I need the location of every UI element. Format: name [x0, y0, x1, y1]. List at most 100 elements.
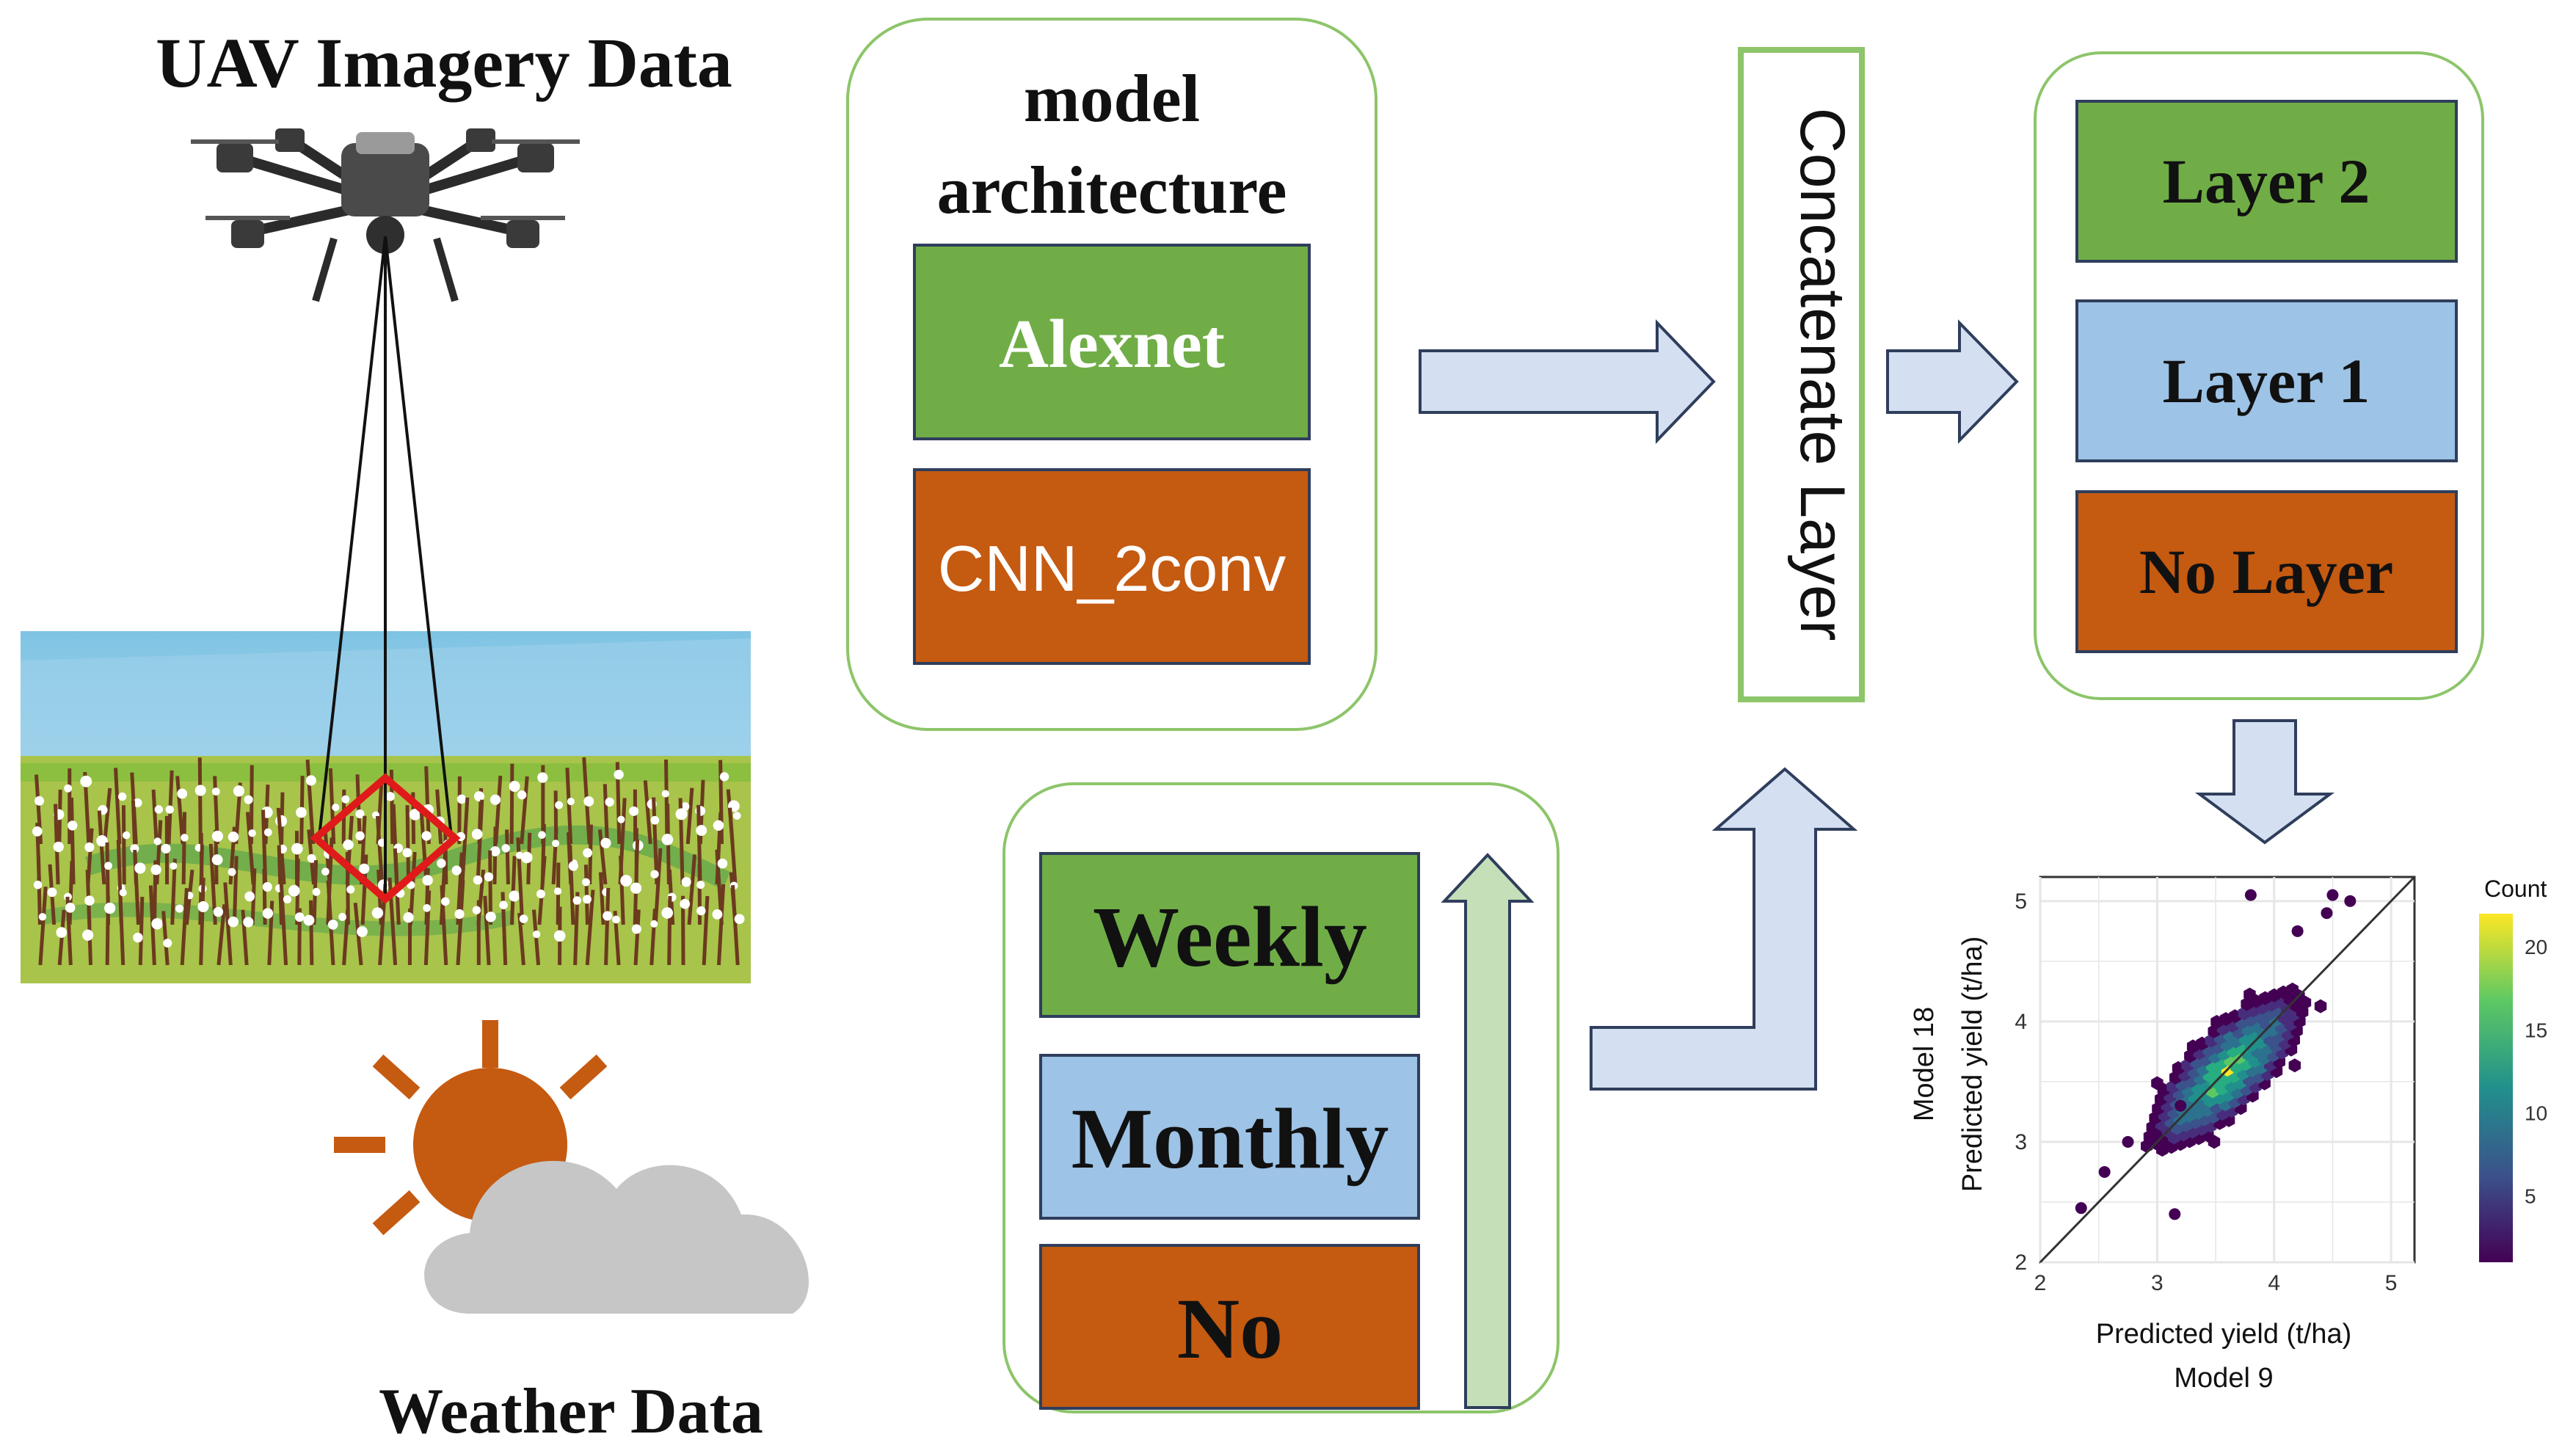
cotton-boll: [355, 809, 365, 819]
cotton-boll: [321, 867, 330, 876]
cotton-stem: [216, 904, 227, 966]
no-layer-box: [2075, 490, 2458, 653]
concatenate-layer-label: Concatenate Layer: [1787, 108, 1857, 641]
x-tick-label: 4: [2268, 1271, 2280, 1295]
cotton-boll: [38, 913, 47, 921]
cotton-boll: [233, 785, 244, 797]
density-hex: [2321, 907, 2333, 920]
cotton-boll: [538, 831, 546, 840]
cotton-boll: [484, 872, 494, 882]
cotton-stem: [180, 888, 189, 966]
density-hex: [2186, 1039, 2199, 1054]
cotton-stem: [505, 829, 510, 885]
cotton-boll: [532, 930, 541, 939]
cotton-boll: [175, 904, 184, 913]
cotton-boll: [153, 837, 161, 845]
cotton-boll: [631, 924, 641, 934]
cotton-boll: [288, 884, 300, 897]
layer2-box: [2075, 100, 2458, 263]
density-hex: [2243, 987, 2256, 1002]
cotton-boll: [68, 820, 78, 831]
legend-tick-label: 10: [2525, 1102, 2547, 1124]
legend-tick-label: 5: [2525, 1185, 2536, 1208]
cotton-boll: [243, 917, 254, 928]
monthly-box: [1039, 1054, 1420, 1220]
cotton-stem: [716, 884, 726, 966]
cotton-boll: [332, 803, 340, 812]
sun-cloud-icon: [334, 1020, 809, 1314]
cotton-stem: [517, 912, 525, 966]
cotton-boll: [617, 815, 625, 823]
cotton-boll: [490, 846, 501, 856]
x-axis-sublabel: Model 9: [2174, 1363, 2273, 1394]
cotton-boll: [119, 889, 127, 897]
cotton-boll: [307, 853, 316, 863]
cnn-2conv-label: CNN_2conv: [938, 532, 1286, 605]
cotton-boll: [661, 834, 674, 845]
cotton-stem: [604, 887, 611, 966]
cotton-boll: [296, 807, 307, 818]
cotton-boll: [283, 895, 292, 904]
cotton-stem: [38, 887, 48, 966]
density-hex: [2259, 991, 2271, 1005]
cotton-boll: [675, 808, 688, 820]
cotton-boll: [327, 920, 338, 930]
cotton-stem: [509, 856, 517, 925]
cotton-boll: [454, 909, 465, 920]
cotton-boll: [403, 912, 414, 923]
weather-title: Weather Data: [379, 1376, 763, 1447]
cotton-boll: [341, 795, 350, 804]
density-hex: [2196, 1036, 2208, 1051]
cotton-stem: [731, 885, 740, 966]
cotton-boll: [32, 826, 43, 837]
cotton-boll: [423, 904, 431, 912]
model-title-line1: model: [1024, 61, 1200, 136]
cotton-stem: [114, 768, 122, 845]
cotton-boll: [130, 844, 139, 853]
cotton-boll: [719, 772, 729, 782]
cotton-boll: [262, 908, 274, 919]
density-hex: [2098, 1165, 2111, 1178]
cotton-stem: [305, 760, 316, 845]
cotton-boll: [133, 798, 142, 807]
cotton-boll: [402, 848, 412, 858]
cotton-boll: [696, 906, 706, 916]
cotton-boll: [630, 882, 642, 894]
cotton-stem: [199, 877, 205, 966]
cotton-stem: [685, 787, 694, 845]
density-hex: [2075, 1202, 2087, 1215]
alexnet-label: Alexnet: [999, 306, 1225, 382]
legend-tick-label: 15: [2525, 1019, 2547, 1041]
cotton-boll: [357, 926, 368, 937]
y-tick-label: 5: [2015, 889, 2027, 914]
density-hex: [2291, 925, 2304, 937]
camera-view-lines: [318, 236, 453, 899]
cotton-stem: [102, 787, 112, 845]
cotton-boll: [629, 806, 639, 816]
cotton-stem: [97, 810, 106, 885]
cotton-boll: [520, 851, 533, 864]
cotton-boll: [734, 914, 745, 925]
cotton-stem: [405, 805, 411, 885]
cotton-stem: [649, 909, 657, 966]
cotton-boll: [151, 918, 163, 930]
cotton-boll: [509, 781, 520, 793]
monthly-label: Monthly: [1071, 1091, 1389, 1187]
cotton-stem: [583, 864, 589, 925]
cotton-boll: [291, 842, 303, 855]
cotton-stem: [597, 829, 608, 885]
cnn-2conv-box: [913, 468, 1311, 665]
cotton-boll: [338, 913, 347, 921]
cotton-boll: [163, 939, 172, 948]
cotton-stem: [151, 789, 159, 845]
cotton-boll: [583, 796, 594, 807]
cotton-boll: [713, 820, 724, 831]
cotton-boll: [553, 930, 566, 942]
layer1-label: Layer 1: [2163, 346, 2370, 416]
density-hex: [2229, 1009, 2241, 1024]
cotton-stem: [342, 909, 350, 966]
cotton-stem: [633, 909, 641, 966]
cotton-stem: [232, 856, 239, 925]
model-title-line2: architecture: [937, 153, 1287, 228]
